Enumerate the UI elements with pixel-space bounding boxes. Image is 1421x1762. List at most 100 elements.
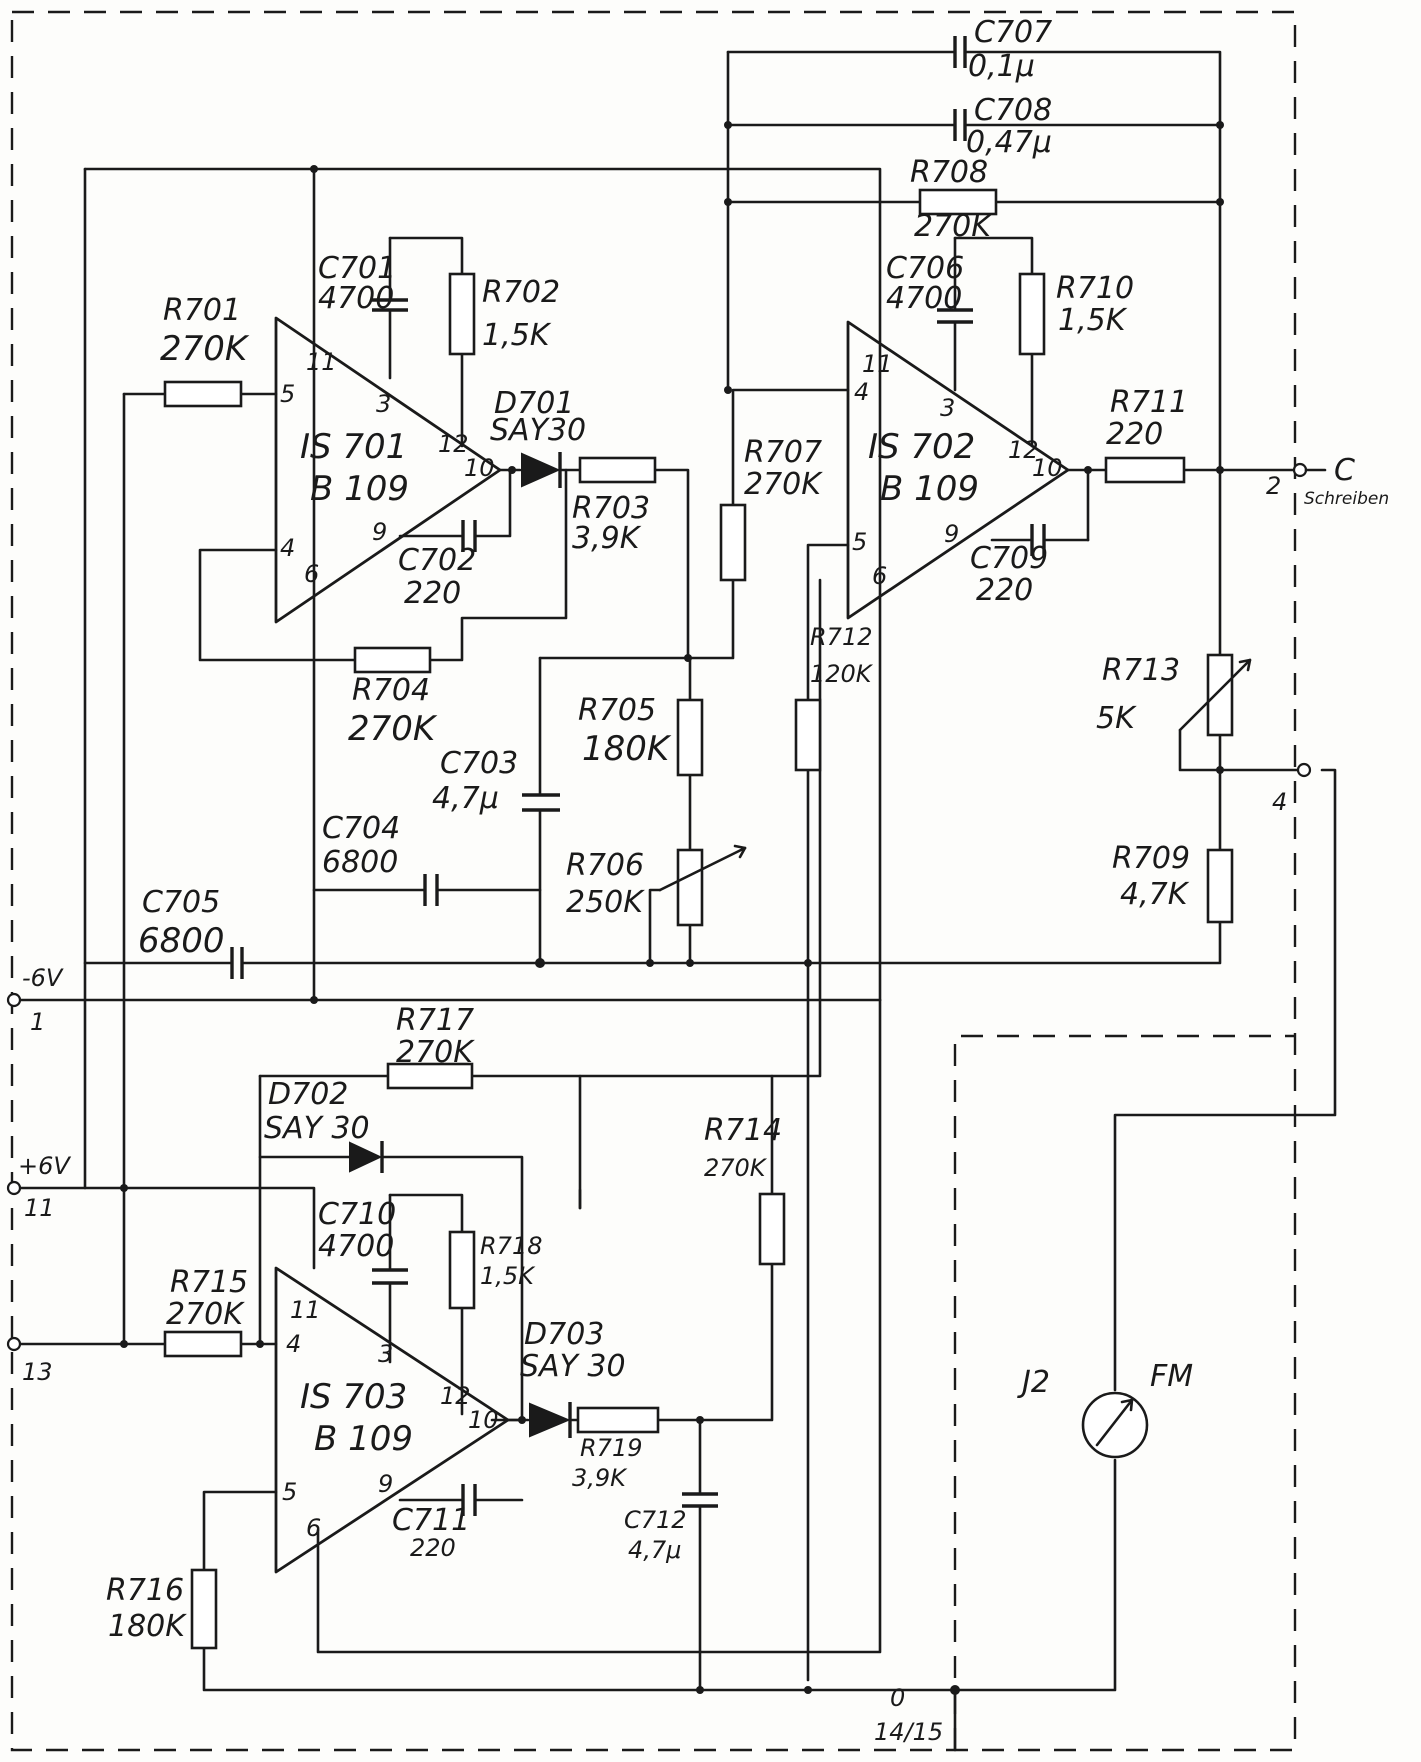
c709-ref: C709: [970, 541, 1048, 576]
terminal-icon[interactable]: [6, 1336, 22, 1352]
out-c-label: Schreiben: [1304, 489, 1389, 509]
meter-icon: [1081, 1391, 1149, 1459]
is703-pin11: 11: [290, 1296, 321, 1324]
d701-type: SAY30: [490, 413, 586, 448]
r716-ref: R716: [106, 1573, 184, 1608]
r701-ref: R701: [163, 293, 241, 328]
resistor-icon: [163, 1330, 243, 1358]
capacitor-icon: [937, 308, 973, 324]
r712-value: 120K: [810, 660, 874, 688]
r702-value: 1,5K: [482, 318, 552, 353]
r706-value: 250K: [566, 885, 645, 920]
is703-type: B 109: [314, 1419, 413, 1459]
c702-ref: C702: [398, 543, 476, 578]
r707-value: 270K: [744, 467, 823, 502]
r701-value: 270K: [160, 329, 250, 369]
resistor-icon: [758, 1192, 786, 1266]
is701-type: B 109: [310, 469, 409, 509]
ground-num: 14/15: [874, 1718, 943, 1746]
resistor-icon: [448, 1230, 476, 1310]
c703-ref: C703: [440, 746, 518, 781]
c710-ref: C710: [318, 1197, 396, 1232]
capacitor-icon: [372, 1268, 408, 1285]
ground-mark: 0: [890, 1684, 905, 1712]
resistor-icon: [918, 188, 998, 216]
resistor-icon: [353, 646, 432, 674]
is701-pin10: 10: [464, 454, 495, 482]
r705-ref: R705: [578, 693, 656, 728]
is703-pin10: 10: [468, 1406, 499, 1434]
r708-value: 270K: [914, 209, 993, 244]
op-amp-icon: [846, 320, 1070, 620]
is701-pin4: 4: [280, 534, 295, 562]
terminal-icon[interactable]: [6, 992, 22, 1008]
terminal-icon[interactable]: [1296, 762, 1312, 778]
is702-pin5: 5: [852, 528, 867, 556]
is703-pin6: 6: [306, 1514, 321, 1542]
c705-value: 6800: [138, 921, 225, 961]
r703-value: 3,9K: [572, 521, 642, 556]
diode-icon: [529, 1402, 572, 1438]
d702-ref: D702: [268, 1077, 348, 1112]
is702-pin9: 9: [944, 520, 959, 548]
r718-value: 1,5K: [480, 1262, 536, 1290]
is702-pin12: 12: [1008, 436, 1039, 464]
c711-value: 220: [410, 1534, 456, 1562]
capacitor-icon: [423, 874, 439, 906]
r711-ref: R711: [1110, 385, 1188, 420]
capacitor-icon: [372, 298, 408, 312]
capacitor-icon: [522, 793, 560, 812]
is702-pin10: 10: [1032, 454, 1063, 482]
r704-ref: R704: [352, 673, 430, 708]
op-amp-icon: [274, 1266, 510, 1574]
c708-ref: C708: [974, 93, 1052, 128]
is702-pin6: 6: [872, 562, 887, 590]
r705-value: 180K: [582, 729, 672, 769]
c706-ref: C706: [886, 251, 964, 286]
out-c-letter: C: [1334, 453, 1355, 488]
resistor-icon: [1018, 272, 1046, 356]
c710-value: 4700: [318, 1229, 394, 1264]
r704-value: 270K: [348, 709, 438, 749]
pos6v-num: 11: [24, 1194, 55, 1222]
diode-icon: [349, 1141, 384, 1173]
is701-pin11: 11: [306, 348, 337, 376]
op-amp-icon: [274, 316, 502, 624]
r714-value: 270K: [704, 1154, 768, 1182]
capacitor-icon: [461, 520, 477, 552]
c704-value: 6800: [322, 845, 398, 880]
capacitor-icon: [461, 1484, 477, 1516]
d703-type: SAY 30: [520, 1349, 626, 1384]
resistor-icon: [676, 698, 704, 777]
c712-ref: C712: [624, 1506, 687, 1534]
is701-pin3: 3: [376, 390, 391, 418]
is703-ref: IS 703: [300, 1377, 407, 1417]
r712-ref: R712: [810, 623, 872, 651]
r703-ref: R703: [572, 491, 650, 526]
r707-ref: R707: [744, 435, 822, 470]
c712-value: 4,7μ: [628, 1536, 681, 1564]
meter-label: FM: [1150, 1359, 1193, 1394]
r715-ref: R715: [170, 1265, 248, 1300]
r709-value: 4,7K: [1120, 877, 1190, 912]
resistor-icon: [576, 1406, 660, 1434]
d703-ref: D703: [524, 1317, 604, 1352]
is702-ref: IS 702: [868, 427, 975, 467]
is702-type: B 109: [880, 469, 979, 509]
terminal-icon[interactable]: [1292, 462, 1308, 478]
neg6v-label: -6V: [22, 964, 64, 992]
c708-value: 0,47μ: [966, 125, 1052, 160]
capacitor-icon: [953, 109, 967, 141]
c701-value: 4700: [318, 281, 394, 316]
r719-ref: R719: [580, 1434, 642, 1462]
r719-value: 3,9K: [572, 1464, 628, 1492]
c707-ref: C707: [974, 15, 1052, 50]
terminal-icon[interactable]: [6, 1180, 22, 1196]
c705-ref: C705: [142, 885, 220, 920]
neg6v-num: 1: [30, 1008, 45, 1036]
is702-pin3: 3: [940, 394, 955, 422]
potentiometer-icon: [1206, 653, 1234, 737]
meter-box-border: [953, 1034, 1295, 1750]
resistor-icon: [719, 503, 747, 582]
